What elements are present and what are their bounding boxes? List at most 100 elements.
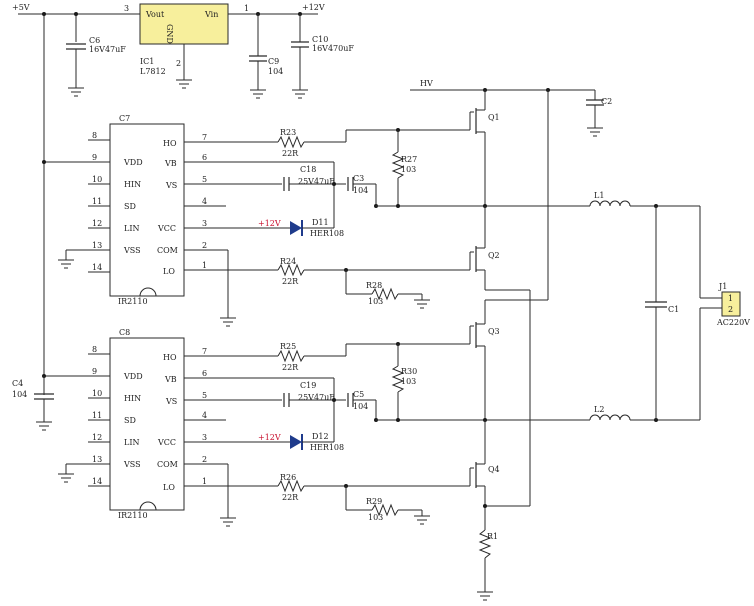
- d11-vcc-label: +12V: [258, 219, 281, 228]
- c7-pin9: 9: [92, 153, 97, 162]
- c18-value: 25V47uF: [298, 177, 335, 186]
- r1-ref: R1: [487, 532, 498, 541]
- c7-vb-label: VB: [164, 159, 177, 168]
- r30-value: 103: [401, 377, 416, 386]
- c7-pin7: 7: [202, 133, 207, 142]
- r25-value: 22R: [282, 363, 299, 372]
- q4-ref: Q4: [488, 465, 500, 474]
- diode-d12: +12V D12 HER108: [226, 432, 344, 452]
- c8-pin4: 4: [202, 411, 207, 420]
- j1-pin2: 2: [728, 305, 733, 314]
- c8-vs-label: VS: [165, 397, 177, 406]
- resistor-r28: R28 103: [345, 270, 430, 309]
- r25-ref: R25: [280, 342, 296, 351]
- c7-pin5: 5: [202, 175, 207, 184]
- c8-pin11: 11: [92, 411, 102, 420]
- r28-value: 103: [368, 297, 383, 306]
- connector-j1: 1 2 J1 AC220V: [699, 206, 750, 420]
- regulator-pin-in: 1: [244, 4, 249, 13]
- r30-ref: R30: [401, 367, 417, 376]
- c8-ho-label: HO: [163, 353, 177, 362]
- r29-ref: R29: [366, 497, 382, 506]
- plus-12v-label: +12V: [302, 3, 325, 12]
- regulator-l7812: Vout Vin GND 3 1 2 IC1 L7812: [122, 3, 249, 89]
- c8-pin13: 13: [92, 455, 102, 464]
- c5-ref: C5: [353, 390, 364, 399]
- c3-value: 104: [353, 186, 368, 195]
- c8-pin8: 8: [92, 345, 97, 354]
- c8-pin7: 7: [202, 347, 207, 356]
- r29-value: 103: [368, 513, 383, 522]
- r27-value: 103: [401, 165, 416, 174]
- low-side-return-net: [483, 289, 531, 508]
- c7-ref: C7: [119, 114, 130, 123]
- capacitor-c6: C6 16V47uF: [66, 36, 126, 97]
- r23-value: 22R: [282, 149, 299, 158]
- regulator-pin-gnd: 2: [176, 59, 181, 68]
- c8-pin12: 12: [92, 433, 102, 442]
- resistor-r27: R27 103: [391, 130, 417, 206]
- resistor-r26: R26 22R: [226, 473, 452, 502]
- c9-ref: C9: [268, 57, 279, 66]
- r24-value: 22R: [282, 277, 299, 286]
- j1-value: AC220V: [716, 318, 750, 327]
- c10-value: 16V470uF: [312, 44, 354, 53]
- regulator-vin-label: Vin: [204, 10, 218, 19]
- c7-vdd-label: VDD: [123, 158, 143, 167]
- c8-vss-label: VSS: [123, 460, 141, 469]
- c1-ref: C1: [668, 305, 679, 314]
- q2-ref: Q2: [488, 251, 500, 260]
- q1-ref: Q1: [488, 113, 500, 122]
- c7-vcc-label: VCC: [157, 224, 176, 233]
- plus-5v-net: +5V: [12, 3, 122, 395]
- d12-part: HER108: [310, 443, 344, 452]
- c7-hin-label: HIN: [124, 180, 141, 189]
- plus-12v-input-net: +12V C9 104 C10 16V470uF: [228, 3, 354, 99]
- bootstrap-caps-2: C19 25V47uF C5 104: [226, 377, 378, 442]
- c19-value: 25V47uF: [298, 393, 335, 402]
- c7-pin1: 1: [202, 261, 207, 270]
- c4-ref: C4: [12, 379, 23, 388]
- l1-ref: L1: [594, 191, 604, 200]
- c8-com-label: COM: [157, 460, 178, 469]
- q3-ref: Q3: [488, 327, 500, 336]
- mosfet-q1: Q1: [469, 90, 500, 206]
- c7-pin10: 10: [92, 175, 102, 184]
- resistor-r30: R30 103: [391, 344, 417, 420]
- c3-ref: C3: [353, 174, 364, 183]
- bootstrap-caps-1: C18 25V47uF C3 104: [226, 161, 378, 228]
- mosfet-q2: Q2: [452, 206, 500, 290]
- c8-hin-label: HIN: [124, 394, 141, 403]
- c7-part: IR2110: [118, 297, 148, 306]
- c2-ref: C2: [601, 97, 612, 106]
- r24-ref: R24: [280, 257, 296, 266]
- regulator-vout-label: Vout: [145, 10, 165, 19]
- inductor-l2: L2: [589, 405, 700, 422]
- c7-pin2: 2: [202, 241, 207, 250]
- leg1-midpoint-net: [376, 204, 590, 208]
- hv-rail-net: HV C2: [410, 79, 612, 318]
- c9-value: 104: [268, 67, 283, 76]
- capacitor-c4: C4 104: [12, 376, 54, 431]
- c8-pin3: 3: [202, 433, 207, 442]
- c7-vs-label: VS: [165, 181, 177, 190]
- resistor-r23: R23 22R: [226, 128, 470, 158]
- c7-pin3: 3: [202, 219, 207, 228]
- c7-pin14: 14: [92, 263, 102, 272]
- regulator-part: L7812: [140, 67, 166, 76]
- capacitor-c1: C1: [645, 206, 679, 420]
- c7-pin11: 11: [92, 197, 102, 206]
- r28-ref: R28: [366, 281, 382, 290]
- c6-ref: C6: [89, 36, 100, 45]
- c8-ref: C8: [119, 328, 130, 337]
- c4-value: 104: [12, 390, 27, 399]
- regulator-ref: IC1: [140, 57, 154, 66]
- c8-lo-label: LO: [163, 483, 175, 492]
- c8-part: IR2110: [118, 511, 148, 520]
